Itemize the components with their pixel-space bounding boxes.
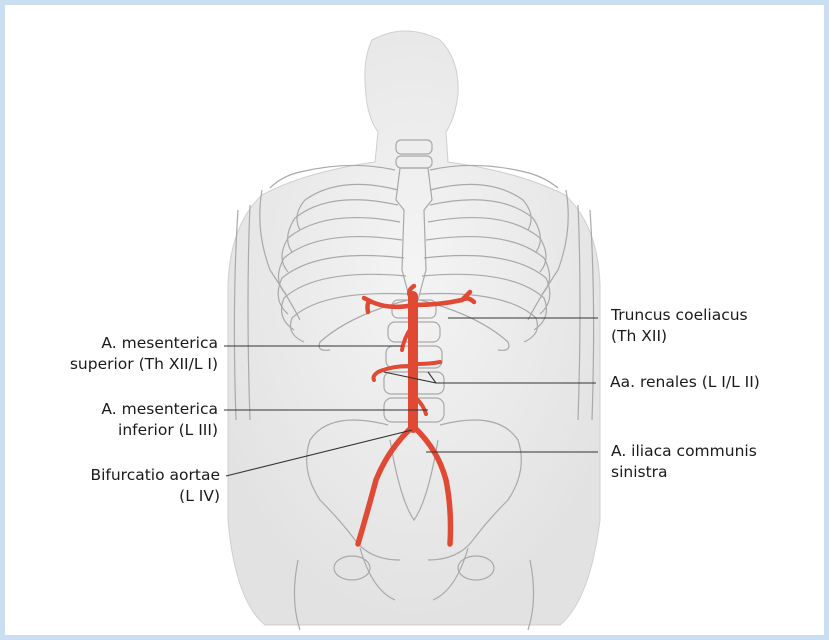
label-mesenterica-inferior: A. mesenterica inferior (L III) [101, 399, 218, 441]
label-truncus-coeliacus: Truncus coeliacus (Th XII) [611, 305, 748, 347]
label-mesenterica-superior: A. mesenterica superior (Th XII/L I) [70, 333, 218, 375]
label-sup-line2: superior (Th XII/L I) [70, 354, 218, 375]
label-sup-line1: A. mesenterica [70, 333, 218, 354]
label-iliaca-line1: A. iliaca communis [611, 441, 757, 462]
label-inf-line2: inferior (L III) [101, 420, 218, 441]
label-iliaca-communis: A. iliaca communis sinistra [611, 441, 757, 483]
label-renales-text: Aa. renales (L I/L II) [610, 372, 760, 393]
label-bif-line1: Bifurcatio aortae [90, 465, 220, 486]
label-iliaca-line2: sinistra [611, 462, 757, 483]
label-bif-line2: (L IV) [90, 486, 220, 507]
label-truncus-line2: (Th XII) [611, 326, 748, 347]
label-inf-line1: A. mesenterica [101, 399, 218, 420]
label-truncus-line1: Truncus coeliacus [611, 305, 748, 326]
label-aa-renales: Aa. renales (L I/L II) [610, 372, 760, 393]
label-bifurcatio-aortae: Bifurcatio aortae (L IV) [90, 465, 220, 507]
